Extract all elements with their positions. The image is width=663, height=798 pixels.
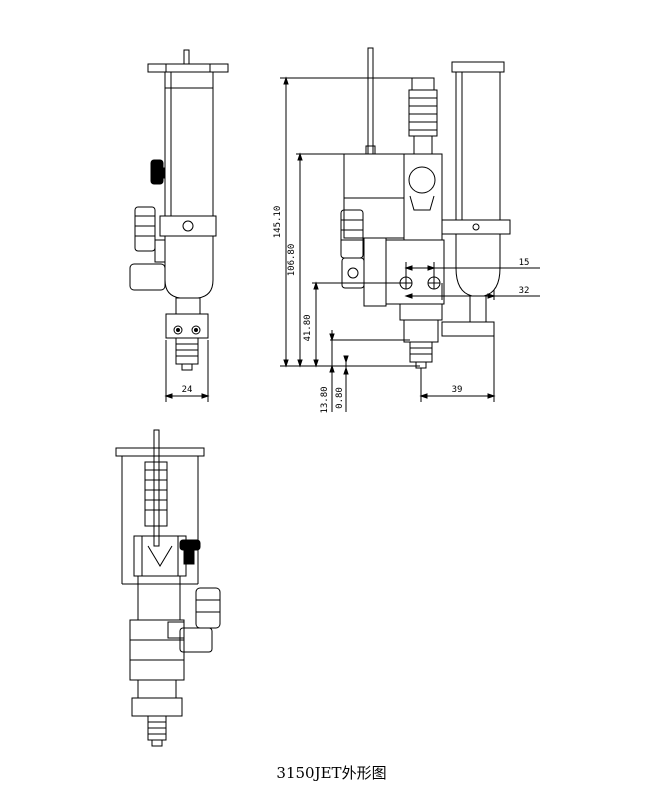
dim-overall-height: 145.10 <box>273 206 283 239</box>
dim-tip-gap: 0.80 <box>335 387 345 409</box>
dim-nozzle-offset: 39 <box>452 385 463 395</box>
dim-nozzle-height: 13.80 <box>320 386 330 413</box>
dim-lower-height: 41.80 <box>303 314 313 341</box>
drawing-caption: 3150JET外形图 <box>276 764 387 782</box>
dim-offset-large: 32 <box>519 286 530 296</box>
dim-offset-small: 15 <box>519 258 530 268</box>
dim-body-height: 106.80 <box>287 244 297 277</box>
rear-view <box>115 429 221 747</box>
side-view <box>129 49 229 402</box>
dim-side-width: 24 <box>182 385 193 395</box>
front-view <box>280 47 540 412</box>
